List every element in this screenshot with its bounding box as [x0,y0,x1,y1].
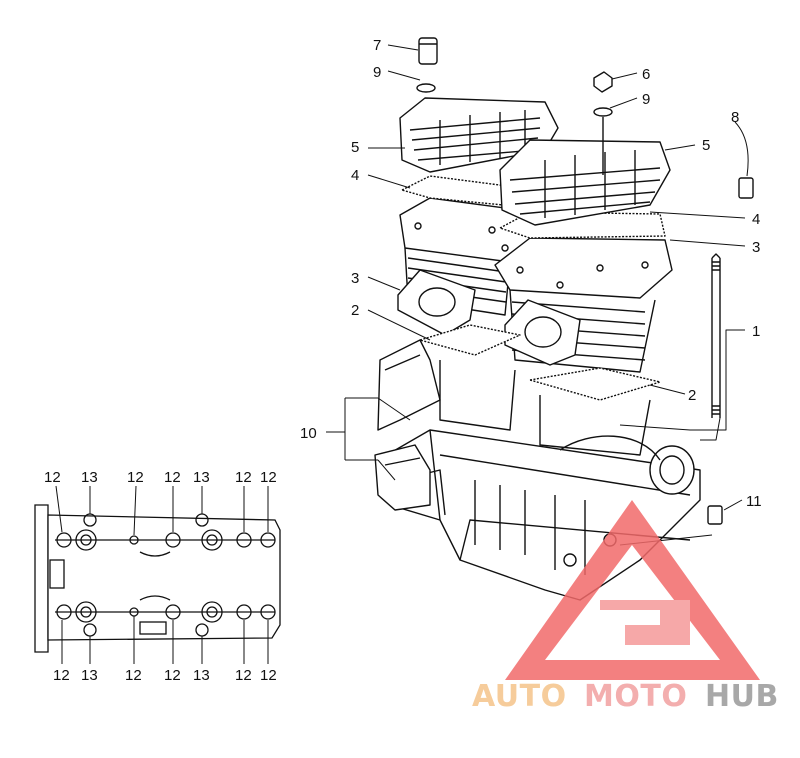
callout-3-left: 3 [351,270,359,287]
inset-top-callout: 12 [127,469,144,486]
callout-5-left: 5 [351,139,359,156]
base-gaskets [419,324,661,456]
watermark-moto: MOTO [584,679,687,714]
inset-bottom-callout: 12 [260,667,277,684]
callout-3-right: 3 [752,239,760,256]
inset-bolts [56,513,276,637]
inset-bottom-callout: 13 [193,667,210,684]
callout-4-left: 4 [351,167,359,184]
watermark-hub: HUB [705,679,779,714]
inset-leaders [55,485,269,664]
callout-7: 7 [373,37,381,54]
callout-11: 11 [746,493,762,510]
inset-top-callout: 13 [81,469,98,486]
exhaust-flanges [397,269,581,366]
inset-top-callout: 12 [164,469,181,486]
callout-2-left: 2 [351,302,359,319]
inset-bottom-callout: 12 [53,667,70,684]
inset-top-callout: 12 [235,469,252,486]
inset-top-callout: 12 [260,469,277,486]
inset-bottom-callout: 12 [164,667,181,684]
crankcase [377,429,701,601]
inset-bottom-callout: 13 [81,667,98,684]
callout-4-right: 4 [752,211,760,228]
callout-1: 1 [752,323,760,340]
inset-bottom-callout: 12 [235,667,252,684]
engine-drawing [326,37,754,601]
callout-8: 8 [731,109,739,126]
watermark-auto: AUTO [472,679,567,714]
callout-2-right: 2 [688,387,696,404]
cylinder-heads [399,97,671,226]
automotohub-watermark: AUTO MOTO HUB [472,500,779,714]
crankcase-bottom-inset [34,485,281,664]
fasteners [416,37,754,525]
callout-labels: 1 2 2 3 3 4 4 5 5 6 7 8 9 9 10 11 [300,37,762,510]
callout-9-left: 9 [373,64,381,81]
inset-top-callout: 13 [193,469,210,486]
inset-callout-labels: 12 13 12 12 13 12 12 12 13 12 12 13 12 1… [44,469,277,684]
inset-top-callout: 12 [44,469,61,486]
intake-manifold [374,339,441,511]
watermark-triangle-logo [505,500,760,680]
inset-bottom-callout: 12 [125,667,142,684]
leader-lines [326,44,749,546]
callout-6: 6 [642,66,650,83]
callout-5-right: 5 [702,137,710,154]
callout-10: 10 [300,425,317,442]
callout-9-right: 9 [642,91,650,108]
